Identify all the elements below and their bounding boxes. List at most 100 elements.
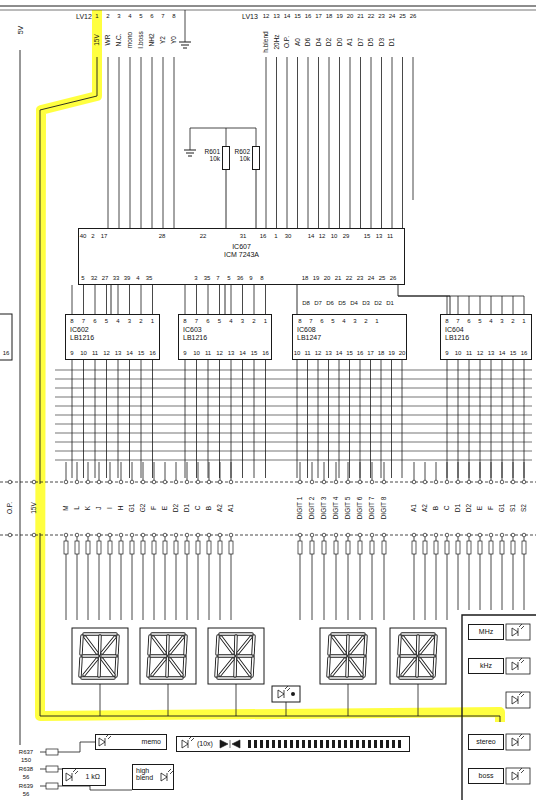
bar-segment <box>386 740 389 748</box>
pin-number: 1 <box>375 318 378 324</box>
connector-pin <box>174 480 178 484</box>
wire <box>141 285 142 314</box>
signal-name: Y2 <box>160 36 167 44</box>
connector <box>297 285 298 314</box>
node-text: 1 kΩ <box>85 773 100 781</box>
pin-number: 14 <box>336 350 343 356</box>
wire <box>185 285 186 314</box>
pin-number: 35 <box>146 275 153 281</box>
pin-number: 19 <box>313 275 320 281</box>
display-segment <box>403 637 415 653</box>
wire <box>72 285 73 314</box>
pin-number: 10 <box>455 350 462 356</box>
signal-name: mono <box>127 32 134 48</box>
display-segment <box>102 637 115 653</box>
wire <box>384 462 385 480</box>
wire <box>196 285 197 314</box>
ic-box: IC603LB1216 <box>178 314 272 360</box>
resistor-symbol <box>185 541 189 554</box>
signal-name: I.boss <box>138 31 145 48</box>
highlight-marker <box>40 10 500 722</box>
signal-name: E <box>477 506 484 510</box>
wire <box>336 462 337 480</box>
pin-number: 7 <box>456 318 459 324</box>
bus-wire <box>55 451 532 452</box>
display-segment <box>350 637 363 653</box>
signal-name: DIGIT 4 <box>333 497 340 520</box>
resistor-symbol <box>310 541 314 554</box>
connector-pin <box>8 533 12 537</box>
pin-number: 8 <box>183 318 186 324</box>
connector-pin <box>152 533 156 537</box>
connector-pin <box>196 533 200 537</box>
pin-number: 6 <box>320 318 323 324</box>
pin-number: 25 <box>399 13 406 19</box>
signal-name: 15V <box>94 34 101 46</box>
resistor-symbol: R60110k <box>222 146 230 170</box>
display-segment <box>238 659 250 675</box>
bar-segment <box>398 740 401 748</box>
wire <box>436 537 437 541</box>
resistor-symbol <box>423 541 427 554</box>
wire <box>469 537 470 541</box>
wire <box>106 285 107 314</box>
connector-pin <box>434 533 438 537</box>
resistor-symbol <box>370 541 374 554</box>
display-segment <box>238 655 253 657</box>
wire <box>165 462 166 480</box>
display-segment <box>402 659 415 675</box>
wire <box>297 57 298 228</box>
wire <box>256 128 257 146</box>
display-segment <box>238 637 251 653</box>
signal-name: O.P. <box>7 502 14 514</box>
display-segment <box>98 658 100 676</box>
display-segment <box>238 654 253 657</box>
pin-number: R639 <box>19 783 33 789</box>
node-text: IC602 <box>70 326 159 334</box>
wire <box>458 296 459 314</box>
ground-symbol <box>181 45 189 46</box>
pin-number: 14 <box>284 13 291 19</box>
pin-number: D3 <box>362 300 370 306</box>
display-segment <box>238 659 250 675</box>
connector-pin <box>456 480 460 484</box>
led-symbol <box>512 734 524 746</box>
wire <box>372 462 373 480</box>
wire <box>425 462 426 480</box>
display-segment <box>420 659 432 675</box>
wire <box>88 554 89 620</box>
signal-name: D2 <box>466 504 473 512</box>
wire <box>384 554 385 620</box>
display-segment <box>148 658 149 676</box>
display-segment <box>221 637 233 653</box>
pin-number: 12 <box>319 233 326 239</box>
display-segment <box>219 655 234 657</box>
wire <box>469 296 470 314</box>
display-segment <box>364 658 365 676</box>
wire <box>336 537 337 541</box>
pin-number: 3 <box>128 318 131 324</box>
display-outline <box>72 628 128 684</box>
connector-pin <box>8 480 12 484</box>
pin-number: 13 <box>488 350 495 356</box>
display-segment <box>165 658 169 676</box>
pin-number: 18 <box>378 350 385 356</box>
signal-name: J <box>96 506 103 509</box>
wire <box>185 10 186 42</box>
connector-pin <box>196 480 200 484</box>
connector-pin <box>64 480 68 484</box>
pin-number: 1 <box>264 318 267 324</box>
display-segment <box>235 636 237 654</box>
wire <box>209 537 210 541</box>
resistor-symbol <box>358 541 362 554</box>
node-text: R602 <box>234 148 250 155</box>
wire <box>118 285 119 314</box>
display-segment <box>350 654 365 657</box>
resistor-symbol <box>322 541 326 554</box>
wire <box>187 462 188 480</box>
bus-wire <box>55 379 532 380</box>
wire <box>40 786 46 787</box>
indicator-box: boss <box>468 768 504 784</box>
pin-number: 15 <box>364 233 371 239</box>
pin-number: 7 <box>309 318 312 324</box>
